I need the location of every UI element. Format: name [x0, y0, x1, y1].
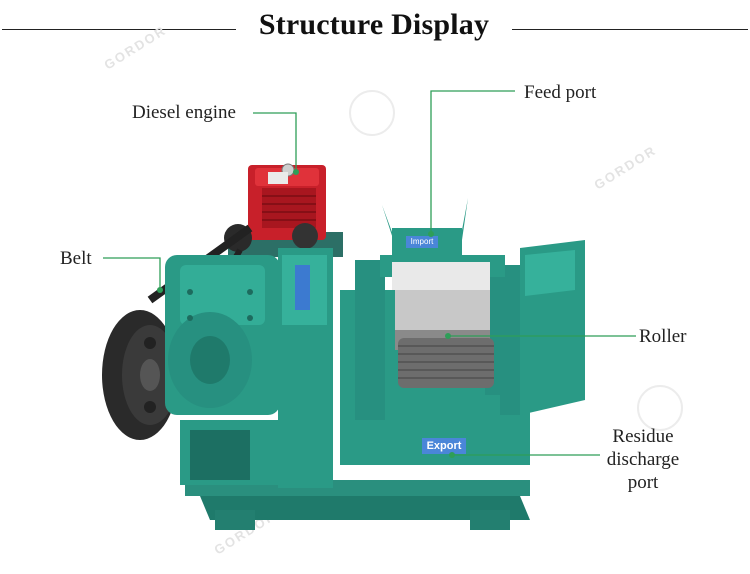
export-plate: Export	[426, 440, 462, 452]
roller	[398, 338, 494, 388]
label-residue-line1: Residue	[612, 426, 674, 447]
cover-panel	[278, 248, 333, 488]
label-roller: Roller	[639, 326, 687, 347]
title-rule-right	[512, 29, 748, 30]
label-belt: Belt	[60, 248, 92, 269]
label-diesel-engine: Diesel engine	[132, 102, 236, 123]
page-title: Structure Display	[258, 8, 490, 41]
label-residue-discharge-port: Residue discharge port	[598, 425, 688, 494]
title-bar: Structure Display	[0, 0, 750, 60]
label-residue-line2: discharge	[606, 449, 680, 470]
base-frame	[180, 420, 530, 530]
discharge-chute	[398, 395, 500, 465]
gearbox	[165, 255, 280, 415]
feed-hopper	[382, 198, 468, 256]
title-rule-left	[2, 29, 236, 30]
import-plate: Import	[410, 237, 434, 246]
label-feed-port: Feed port	[524, 82, 597, 103]
label-residue-line3: port	[627, 472, 659, 493]
pulley	[102, 310, 178, 440]
leader-lines	[103, 90, 636, 456]
side-housing	[520, 240, 585, 415]
